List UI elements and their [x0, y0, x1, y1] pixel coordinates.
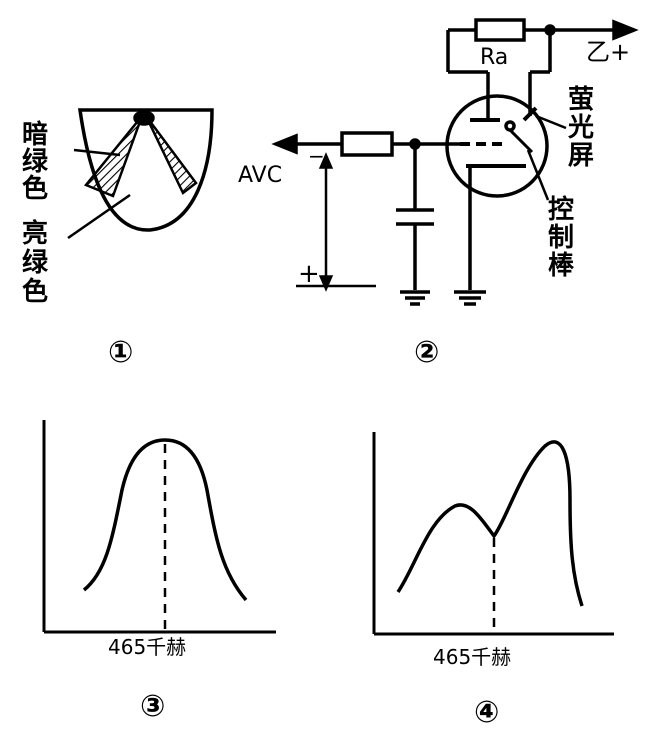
label-control-rod-3: 棒	[548, 251, 575, 281]
figure-3-number: ③	[140, 689, 165, 724]
leader-control-rod	[526, 149, 550, 201]
label-plus: +	[298, 259, 320, 289]
dark-shadow-left	[83, 115, 144, 198]
ground-symbol-cap	[400, 290, 430, 306]
ra-resistor	[474, 18, 526, 42]
figure-1-labels: 暗 绿 色 亮 绿 色 ①	[22, 120, 133, 370]
bplus-arrow	[612, 19, 639, 41]
dark-shadow-right	[144, 115, 198, 195]
label-screen-1: 萤	[568, 85, 594, 115]
label-ra: Ra	[480, 45, 508, 70]
span-arrow-bottom	[318, 275, 334, 292]
screen-node	[504, 120, 516, 132]
label-avc: AVC	[238, 163, 282, 188]
span-arrow-top	[318, 152, 334, 169]
figure-2-circuit	[271, 18, 639, 306]
junction-bplus	[544, 24, 556, 36]
figure-2-labels: AVC − + Ra 乙+ 萤 光 屏 控 制 棒 ②	[238, 38, 630, 370]
figure-3-labels: 465千赫 ③	[108, 635, 186, 724]
figure-4-number: ④	[474, 695, 499, 730]
fig3-x-label: 465千赫	[108, 635, 186, 659]
label-screen-3: 屏	[568, 141, 594, 171]
label-screen-2: 光	[567, 113, 594, 143]
label-dark-green-1: 暗	[22, 120, 48, 150]
control-rod	[506, 126, 534, 154]
leader-dark-green	[73, 148, 121, 157]
eye-screen-outline	[77, 108, 214, 232]
label-dark-green-2: 绿	[22, 147, 49, 177]
leader-bright-green	[67, 193, 131, 240]
figure-3-response	[42, 420, 276, 634]
label-bright-green-3: 色	[22, 276, 48, 307]
cathode-center	[133, 110, 155, 126]
avc-resistor	[340, 131, 394, 157]
figure-4-response	[372, 432, 614, 636]
label-bright-green-2: 绿	[22, 248, 49, 278]
tube-envelope	[445, 94, 549, 198]
label-b-plus: 乙+	[586, 38, 630, 66]
ground-symbol-cathode	[454, 290, 486, 306]
fig4-curve	[396, 440, 584, 607]
figure-4-labels: 465千赫 ④	[433, 645, 511, 730]
label-dark-green-3: 色	[22, 173, 48, 204]
label-minus: −	[308, 144, 325, 168]
fig3-curve	[82, 438, 248, 602]
fig4-x-label: 465千赫	[433, 645, 511, 669]
label-bright-green-1: 亮	[22, 218, 48, 249]
label-control-rod-1: 控	[548, 195, 574, 225]
avc-arrow	[271, 133, 298, 155]
leader-screen	[535, 114, 567, 130]
label-control-rod-2: 制	[548, 223, 574, 253]
figure-1-number: ①	[108, 335, 133, 370]
figure-1-eye-pattern	[67, 108, 214, 240]
figure-2-number: ②	[414, 335, 439, 370]
